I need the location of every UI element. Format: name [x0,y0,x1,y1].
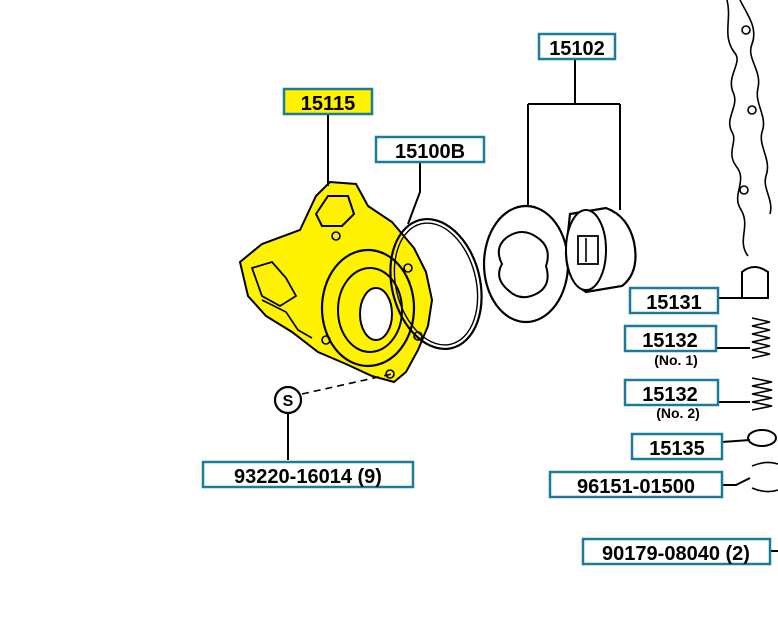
callout-15100b[interactable]: 15100B [374,135,486,164]
part-number-label: 15131 [646,292,702,314]
relief-valve-spring-no1 [751,317,771,359]
part-number-label: 93220-16014 (9) [234,466,382,488]
note-no1: (No. 1) [654,352,698,368]
callout-15131[interactable]: 15131 [628,286,720,315]
part-number-label: 15100B [395,141,465,163]
engine-block-outline [726,0,772,257]
leader-lines [287,60,778,552]
callout-15132-no1[interactable]: 15132 [623,324,718,353]
part-number-label: 15102 [549,38,605,60]
part-number-label: 15132 [642,330,698,352]
note-no2: (No. 2) [656,405,700,421]
o-ring [389,217,483,351]
callout-93220-16014[interactable]: 93220-16014 (9) [201,460,415,489]
relief-valve-spring-no2 [751,377,773,411]
callout-96151-01500[interactable]: 96151-01500 [548,470,724,499]
pump-rotor-set [482,204,637,324]
relief-valve-plug [751,461,778,493]
callout-15135[interactable]: 15135 [630,432,724,461]
oil-pump-body [238,180,434,384]
part-number-label: 15135 [649,438,705,460]
part-number-label: 15115 [301,93,356,115]
callout-15132-no2[interactable]: 15132 [623,378,720,407]
relief-valve-plunger [741,266,769,299]
part-number-label: 96151-01500 [577,476,695,498]
part-number-label: 90179-08040 (2) [602,543,750,565]
part-number-label: 15132 [642,384,698,406]
callout-90179-08040[interactable]: 90179-08040 (2) [581,537,772,566]
seal-symbol: S [273,385,303,415]
callout-15102[interactable]: 15102 [537,32,617,61]
callout-15115[interactable]: 15115 [282,87,374,116]
seal-letter: S [283,393,294,410]
relief-valve-washer [747,429,777,447]
